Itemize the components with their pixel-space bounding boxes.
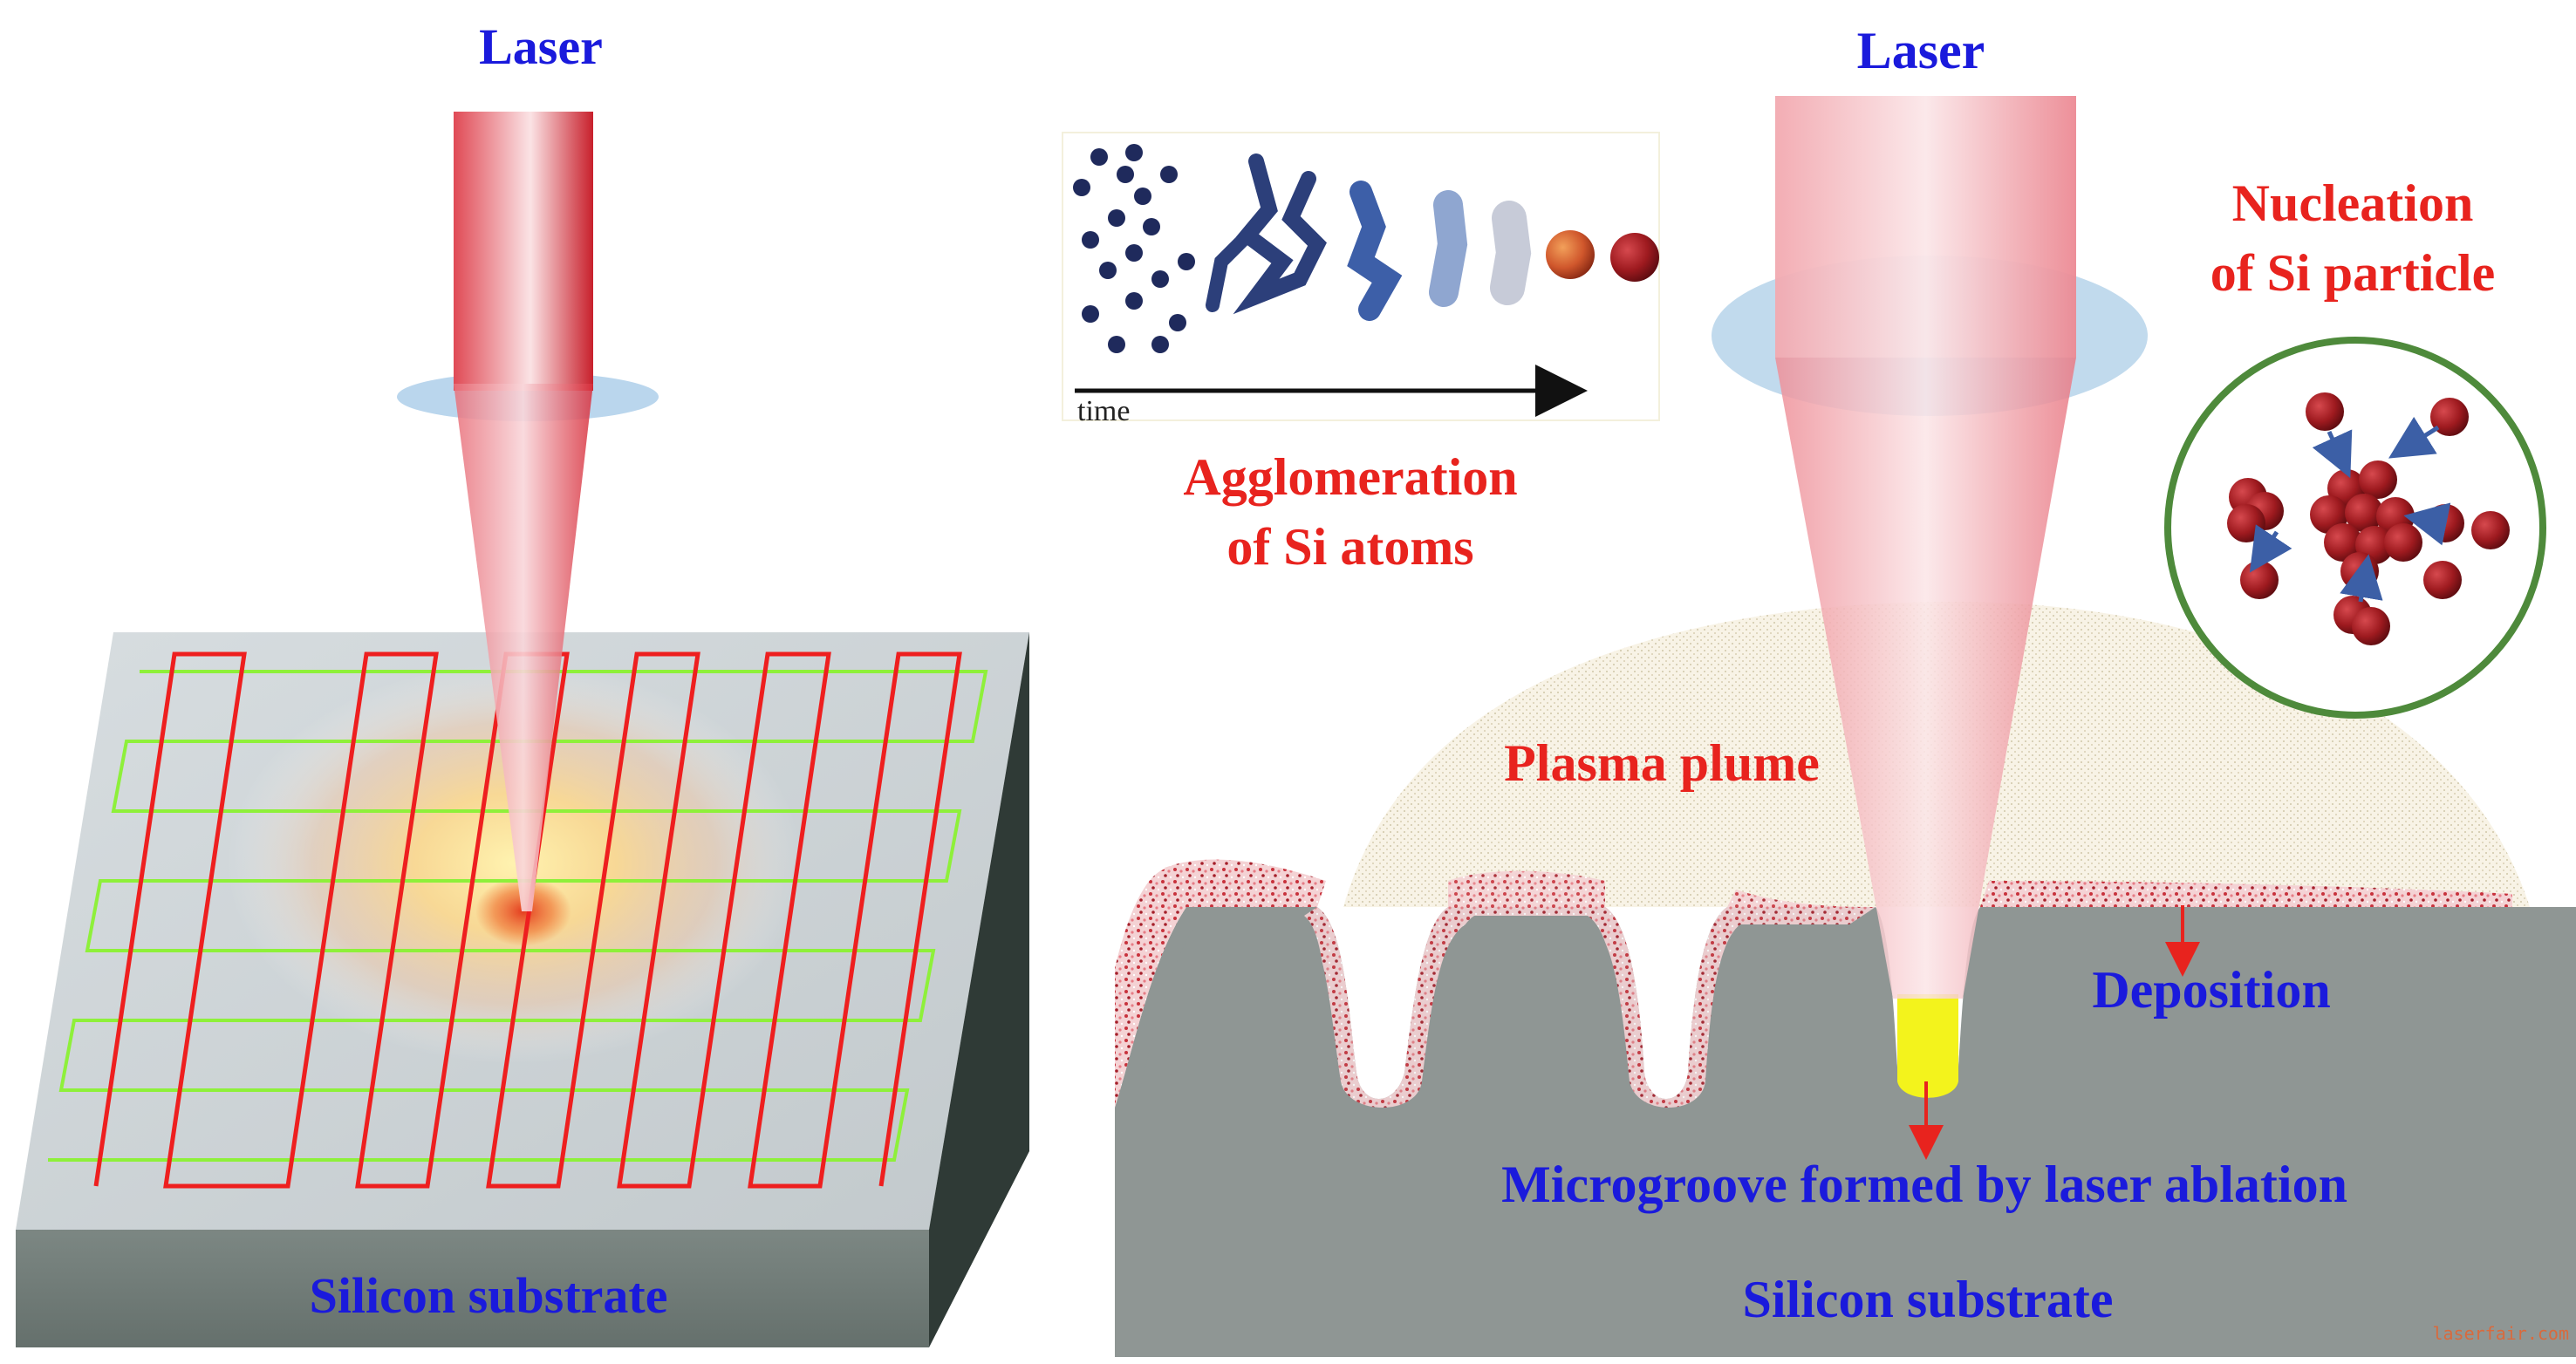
substrate-body [1134, 924, 2576, 1357]
agglomeration-title-line1: Agglomeration [1183, 448, 1517, 506]
watermark: laserfair.com [2432, 1323, 2569, 1344]
atom-cluster-smooth [1429, 190, 1468, 307]
right-panel: Laser Plasma plume Deposition Microgroov… [1115, 22, 2576, 1357]
right-laser-label: Laser [1857, 22, 1985, 79]
microgroove-label: Microgroove formed by laser ablation [1501, 1156, 2347, 1213]
particle-orange [1546, 230, 1595, 279]
atom-cluster-coalescing [1347, 181, 1403, 321]
nucleation-arrows [2249, 416, 2451, 603]
ablation-glow [227, 663, 803, 1064]
left-substrate-front [16, 1230, 929, 1347]
agglomeration-title-line2: of Si atoms [1227, 518, 1473, 576]
atom-cluster-merged [1490, 201, 1532, 305]
left-substrate-side [929, 632, 1029, 1347]
deposition-right [1980, 881, 2512, 907]
left-substrate-label: Silicon substrate [310, 1267, 668, 1324]
agglomeration-inset: time [1062, 132, 1660, 427]
right-substrate-label: Silicon substrate [1742, 1271, 2113, 1328]
deposition-label: Deposition [2092, 961, 2330, 1019]
particle-final [1610, 233, 1659, 282]
left-laser-cone [454, 384, 593, 911]
time-label: time [1077, 395, 1130, 427]
right-laser-beam [1775, 96, 2076, 358]
nucleation-title-line1: Nucleation [2232, 174, 2474, 232]
red-scan-path [93, 651, 962, 1189]
right-laser-cone [1775, 358, 2076, 999]
left-laser-beam [454, 112, 593, 391]
nucleation-title-line2: of Si particle [2210, 244, 2496, 302]
left-panel: Laser Silicon substrate [16, 18, 1029, 1347]
si-particles [2227, 392, 2510, 645]
atom-cluster-dendritic [1073, 144, 1195, 353]
deposition-groove-1 [1165, 859, 1326, 907]
plasma-plume-label: Plasma plume [1504, 734, 1820, 792]
deposition-layer [1115, 868, 1186, 1108]
molten-zone [1897, 994, 1958, 1098]
left-laser-label: Laser [479, 18, 603, 75]
atom-cluster-branched [1206, 153, 1327, 315]
